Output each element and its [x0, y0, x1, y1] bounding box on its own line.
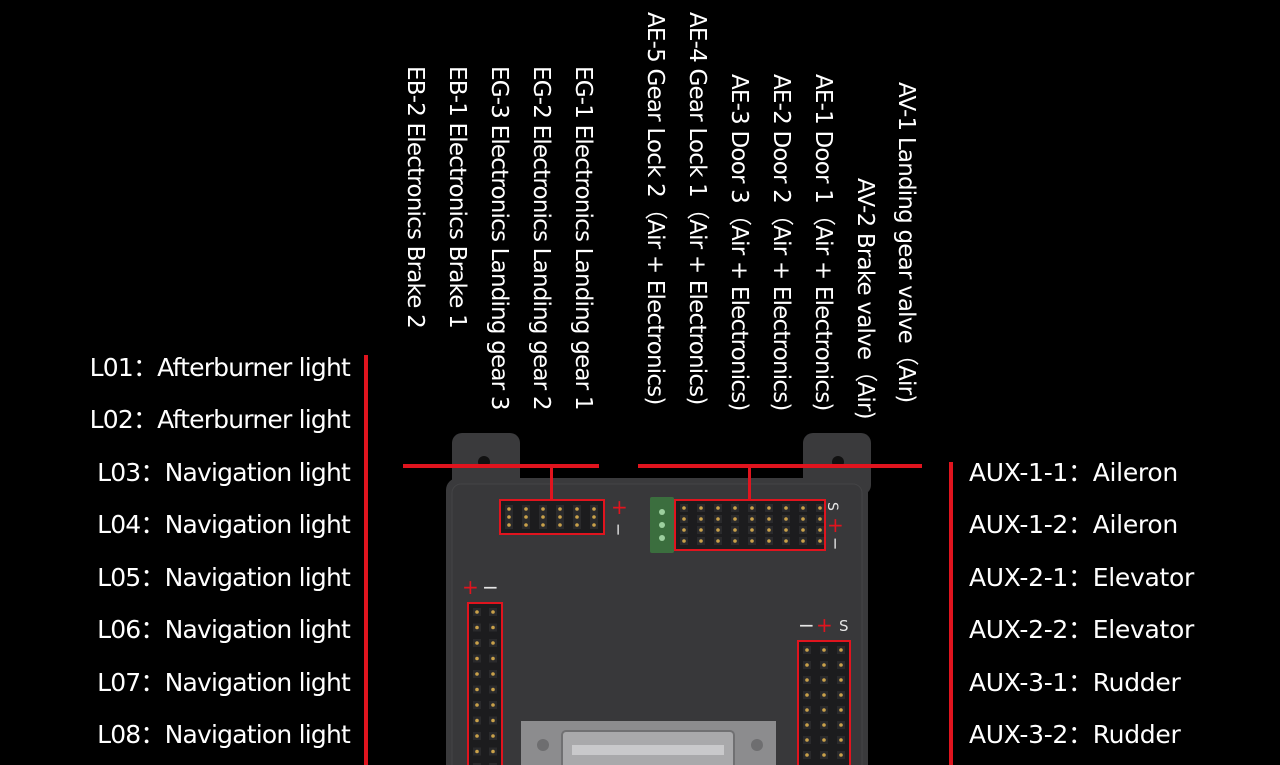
- line-top-right-horizontal: [638, 464, 922, 468]
- left-label-L05: L05：Navigation light: [97, 563, 351, 592]
- mark-right-s: S: [839, 617, 849, 635]
- header-top-right: [674, 499, 826, 551]
- mark-top-left-plus: +: [611, 495, 628, 519]
- line-top-left-drop: [550, 464, 553, 500]
- mark-top-left-minus: −: [609, 523, 628, 536]
- mark-left-plus: +: [462, 575, 479, 599]
- mark-top-right-plus: +: [827, 513, 844, 537]
- left-label-L06: L06：Navigation light: [97, 615, 351, 644]
- right-label-aux-2-1: AUX-2-1：Elevator: [969, 563, 1194, 592]
- mark-top-right-s: S: [824, 502, 840, 511]
- header-right-rail: [797, 640, 851, 765]
- right-label-aux-3-1: AUX-3-1：Rudder: [969, 668, 1181, 697]
- mark-right-minus: −: [798, 613, 815, 637]
- mark-right-plus: +: [816, 613, 833, 637]
- green-terminal-block: [650, 497, 674, 553]
- mark-top-right-minus: −: [826, 537, 845, 550]
- right-label-aux-3-2: AUX-3-2：Rudder: [969, 720, 1181, 749]
- line-right-vertical: [949, 462, 953, 765]
- connection-lines: [364, 355, 953, 765]
- right-label-aux-2-2: AUX-2-2：Elevator: [969, 615, 1194, 644]
- right-label-aux-1-2: AUX-1-2：Aileron: [969, 510, 1178, 539]
- left-label-L01: L01：Afterburner light: [89, 353, 351, 382]
- line-top-right-drop: [748, 464, 751, 500]
- left-label-L07: L07：Navigation light: [97, 668, 351, 697]
- line-top-left-horizontal: [403, 464, 599, 468]
- mark-left-minus: −: [482, 575, 499, 599]
- header-top-left: [499, 499, 605, 535]
- left-label-L04: L04：Navigation light: [97, 510, 351, 539]
- left-label-L03: L03：Navigation light: [97, 458, 351, 487]
- line-left-vertical: [364, 355, 368, 765]
- left-label-L08: L08：Navigation light: [97, 720, 351, 749]
- right-label-aux-1-1: AUX-1-1：Aileron: [969, 458, 1178, 487]
- left-label-L02: L02：Afterburner light: [89, 405, 351, 434]
- bottom-connector: [521, 721, 776, 765]
- pin-markings: + − S + − + − − + S: [462, 495, 849, 637]
- header-left-rail: [467, 602, 503, 765]
